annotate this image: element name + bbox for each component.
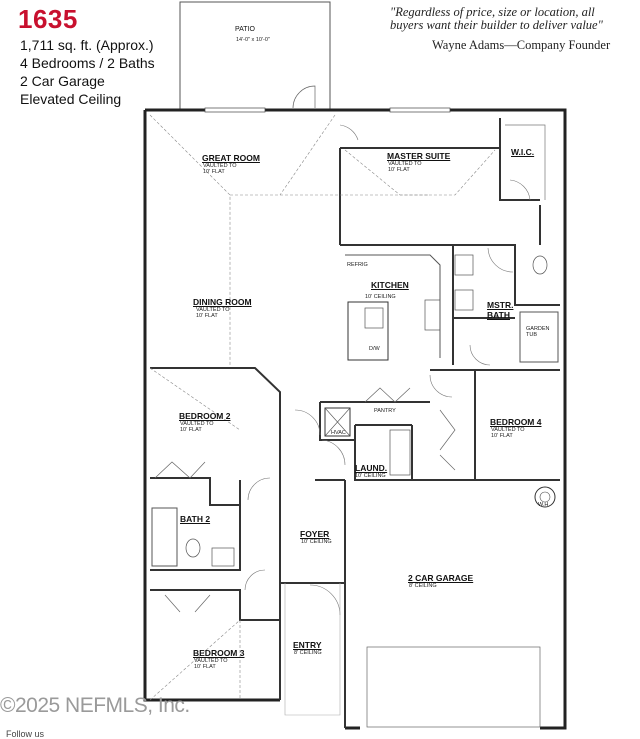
room-bath-2: BATH 2 bbox=[180, 514, 211, 524]
patio-dims: 14'-0" x 10'-0" bbox=[236, 37, 270, 43]
copyright-watermark: ©2025 NEFMLS, Inc. bbox=[0, 694, 190, 717]
bedroom-4-ceiling: VAULTED TO 10' FLAT bbox=[491, 427, 525, 439]
toilet-mstr bbox=[532, 255, 548, 275]
room-bedroom-4: BEDROOM 4 bbox=[490, 417, 542, 427]
room-wic: W.I.C. bbox=[511, 147, 535, 157]
room-dining-room: DINING ROOM bbox=[193, 297, 252, 307]
window-back bbox=[204, 107, 266, 113]
room-bedroom-2: BEDROOM 2 bbox=[179, 411, 231, 421]
hvac-label: HVAC bbox=[331, 430, 346, 436]
bath2-sink bbox=[211, 547, 235, 567]
follow-us-text: Follow us bbox=[6, 729, 45, 739]
room-master-suite: MASTER SUITE bbox=[387, 151, 451, 161]
laundry-ceiling: 10' CEILING bbox=[355, 473, 386, 479]
patio-outline bbox=[179, 1, 331, 111]
bed4-closet-doors bbox=[439, 409, 456, 471]
mstr-sink-1 bbox=[454, 254, 474, 276]
great-room-ceiling: VAULTED TO 10' FLAT bbox=[203, 163, 237, 175]
water-heater-label: W.H. bbox=[538, 502, 550, 508]
closet-bed3 bbox=[164, 594, 211, 613]
master-suite-ceiling: VAULTED TO 10' FLAT bbox=[388, 161, 422, 173]
wic-shelf bbox=[505, 124, 546, 200]
garage-ceiling: 8' CEILING bbox=[409, 583, 437, 589]
garden-tub-label: GARDEN TUB bbox=[526, 326, 550, 338]
exterior-walls bbox=[143, 108, 567, 730]
water-heater bbox=[534, 486, 556, 508]
door-swings bbox=[244, 124, 531, 616]
bath2-tub bbox=[151, 507, 178, 567]
bedroom-3-ceiling: VAULTED TO 10' FLAT bbox=[194, 658, 228, 670]
dining-room-ceiling: VAULTED TO 10' FLAT bbox=[196, 307, 230, 319]
closet-bed2 bbox=[154, 461, 206, 479]
square-footage: 1,711 sq. ft. (Approx.) bbox=[20, 37, 154, 53]
washer-dryer bbox=[389, 429, 411, 476]
quote-attribution: Wayne Adams—Company Founder bbox=[432, 38, 611, 52]
garage-count: 2 Car Garage bbox=[20, 73, 105, 89]
room-mstr-bath: MSTR. BATH bbox=[487, 300, 514, 320]
pantry-label: PANTRY bbox=[374, 408, 396, 414]
hvac-unit bbox=[324, 407, 351, 437]
garage-door bbox=[366, 646, 541, 728]
interior-walls bbox=[150, 118, 560, 728]
room-kitchen: KITCHEN bbox=[371, 280, 409, 290]
room-entry: ENTRY bbox=[293, 640, 322, 650]
entry-ceiling: 8' CEILING bbox=[294, 650, 322, 656]
patio-door-swing bbox=[292, 85, 316, 109]
toilet-bath2 bbox=[185, 538, 201, 558]
pantry-doors bbox=[364, 387, 411, 403]
room-patio: PATIO bbox=[235, 26, 255, 33]
room-bedroom-3: BEDROOM 3 bbox=[193, 648, 245, 658]
plan-number: 1635 bbox=[18, 4, 78, 34]
ceiling-lines bbox=[149, 114, 496, 701]
garden-tub bbox=[519, 311, 559, 363]
kitchen-counter bbox=[345, 254, 441, 358]
refrig-label: REFRIG bbox=[347, 262, 368, 268]
hvac-x bbox=[324, 407, 351, 437]
room-laundry: LAUND. bbox=[355, 463, 388, 473]
room-garage: 2 CAR GARAGE bbox=[408, 573, 474, 583]
kitchen-island bbox=[347, 301, 389, 361]
room-foyer: FOYER bbox=[300, 529, 330, 539]
mstr-sink-2 bbox=[454, 289, 474, 311]
window-back-2 bbox=[389, 107, 451, 113]
bed-bath-count: 4 Bedrooms / 2 Baths bbox=[20, 55, 155, 71]
kitchen-sink bbox=[364, 307, 384, 329]
room-great-room: GREAT ROOM bbox=[202, 153, 260, 163]
range bbox=[424, 299, 441, 331]
kitchen-ceiling: 10' CEILING bbox=[365, 294, 396, 300]
bedroom-2-ceiling: VAULTED TO 10' FLAT bbox=[180, 421, 214, 433]
entry-porch bbox=[284, 583, 341, 716]
ceiling-note: Elevated Ceiling bbox=[20, 91, 122, 107]
water-heater-inner bbox=[539, 491, 551, 503]
dw-label: D/W bbox=[369, 346, 380, 352]
foyer-ceiling: 10' CEILING bbox=[301, 539, 332, 545]
founder-quote: "Regardless of price, size or location, … bbox=[390, 5, 603, 32]
